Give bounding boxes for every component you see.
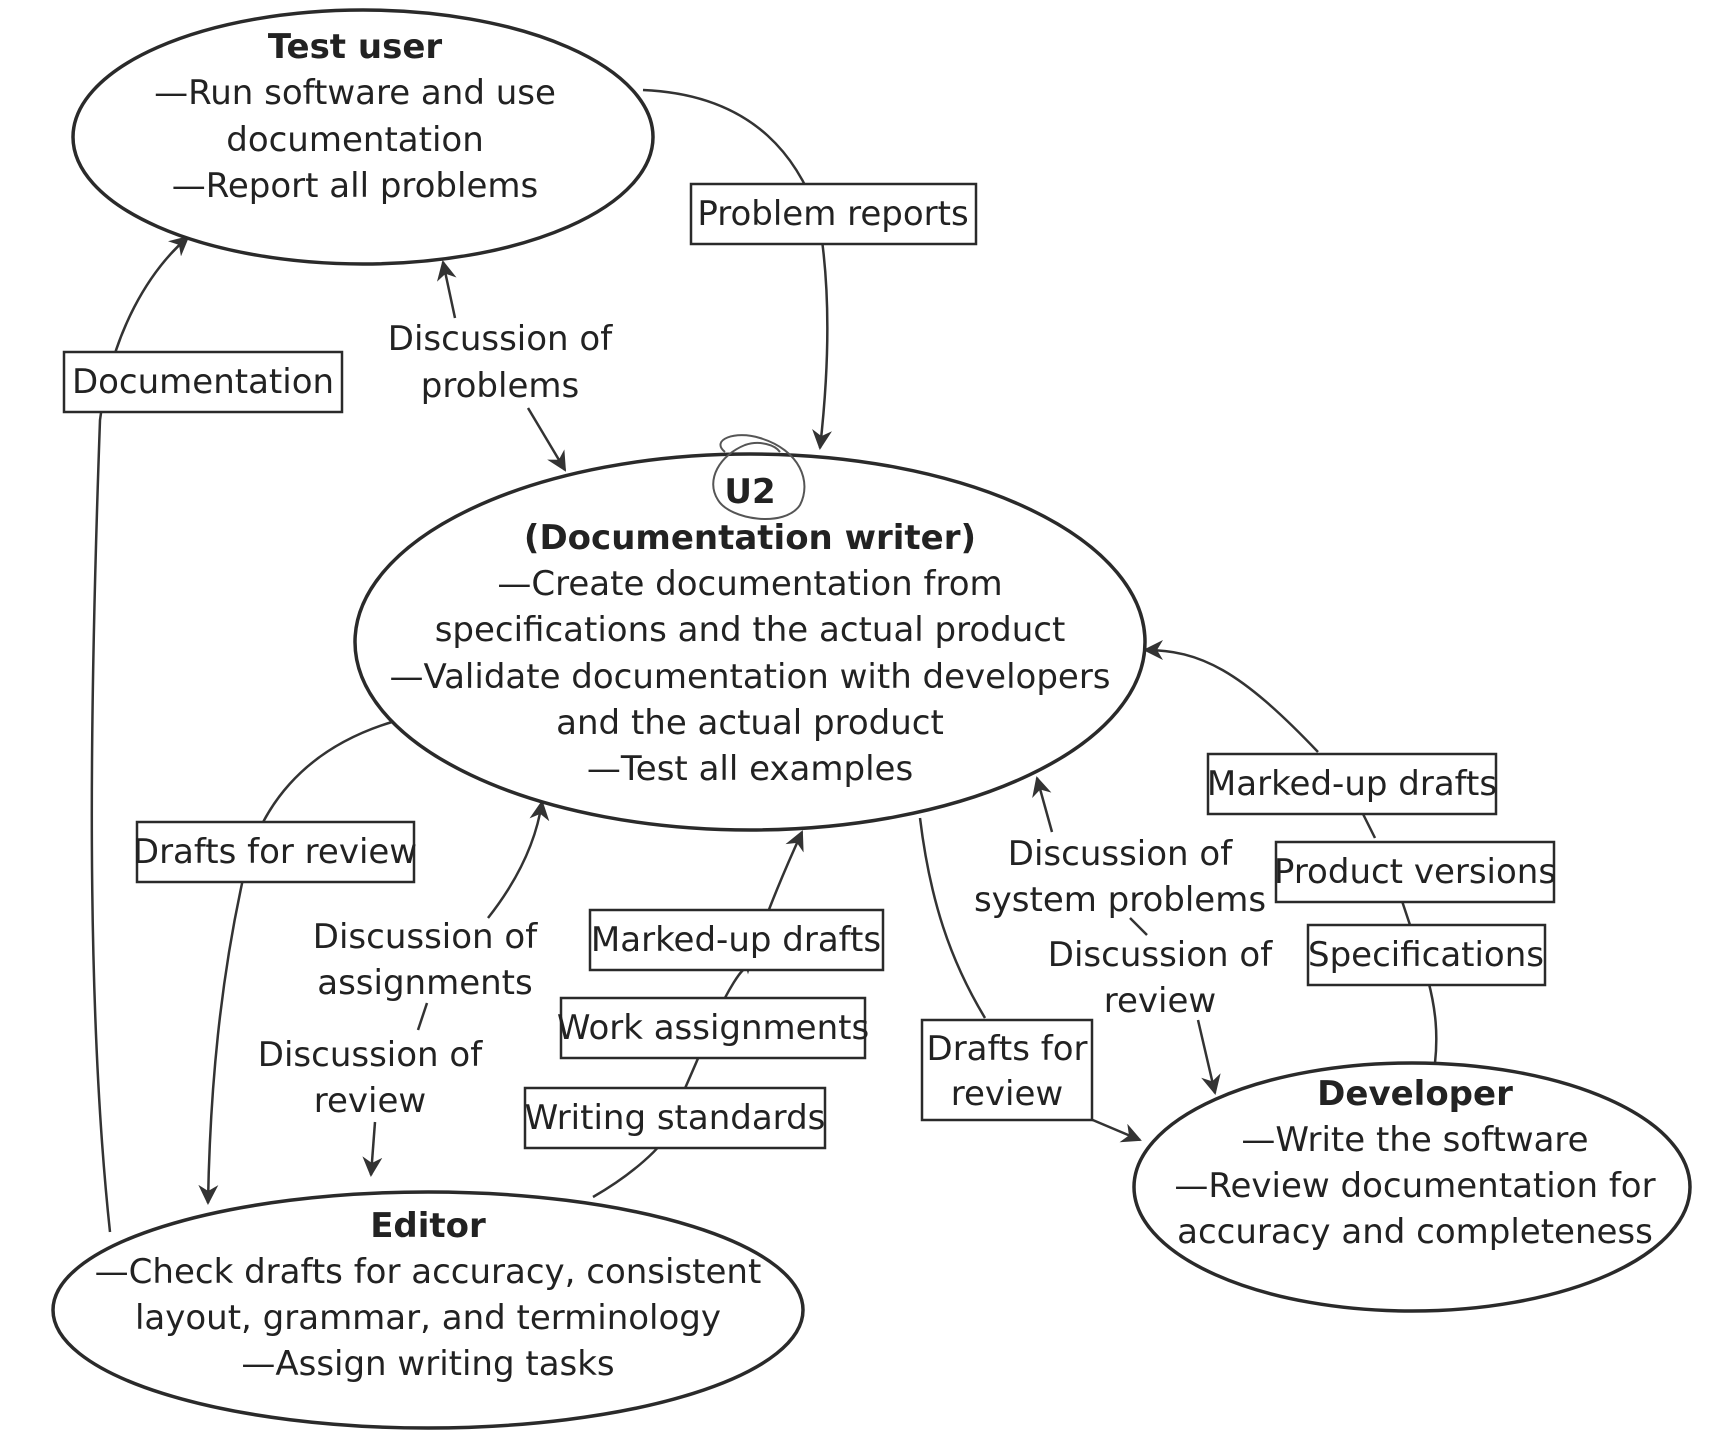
- editor-title: Editor: [370, 1206, 486, 1246]
- writer-line-3: —Validate documentation with developers: [389, 657, 1110, 697]
- edge-discussion-system-tick: [1129, 917, 1148, 936]
- writer-line-4: and the actual product: [556, 703, 944, 743]
- box-writing-standards-text: Writing standards: [525, 1098, 826, 1138]
- box-problem-reports-text: Problem reports: [697, 194, 968, 234]
- edge-drafts-for-review-dev: [918, 817, 987, 1019]
- box-marked-up-drafts-editor: Marked-up drafts: [588, 908, 885, 972]
- writer-line-2: specifications and the actual product: [435, 610, 1066, 650]
- edge-discussion-assignments-tick: [416, 1002, 429, 1031]
- box-specifications-text: Specifications: [1308, 935, 1544, 975]
- box-drafts-for-review-editor-text: Drafts for review: [133, 832, 417, 872]
- box-drafts-for-review-dev-line-2: review: [951, 1074, 1063, 1114]
- box-documentation-text: Documentation: [72, 362, 334, 402]
- u2-handwritten-circle: [712, 434, 806, 520]
- developer-line-3: accuracy and completeness: [1177, 1212, 1653, 1252]
- label-discussion-of-review-editor-2: review: [314, 1081, 426, 1121]
- edge-drafts-for-review-dev-tail: [1087, 1116, 1142, 1143]
- free-labels: Discussion of problems Discussion of ass…: [258, 319, 1273, 1121]
- edge-discussion-review-dev: [1196, 1019, 1221, 1095]
- test-user-line-1: —Run software and use: [154, 73, 556, 113]
- test-user-ellipse: [71, 8, 655, 266]
- developer-line-1: —Write the software: [1241, 1120, 1588, 1160]
- editor-ellipse: [51, 1190, 805, 1430]
- node-test-user: Test user —Run software and use document…: [71, 8, 655, 266]
- edge-developer-to-writer: [1145, 650, 1438, 1064]
- test-user-line-2: documentation: [226, 120, 484, 160]
- test-user-line-3: —Report all problems: [172, 166, 538, 206]
- box-work-assignments: Work assignments: [557, 996, 869, 1060]
- box-work-assignments-text: Work assignments: [557, 1008, 869, 1048]
- label-discussion-of-review-dev-2: review: [1104, 981, 1216, 1021]
- node-editor: Editor —Check drafts for accuracy, consi…: [51, 1190, 805, 1430]
- edge-discussion-review-editor: [362, 1121, 383, 1177]
- label-discussion-of-review-dev-1: Discussion of: [1048, 935, 1273, 975]
- node-developer: Developer —Write the software —Review do…: [1132, 1061, 1692, 1313]
- edge-discussion-system-problems: [1032, 776, 1054, 833]
- developer-ellipse: [1132, 1061, 1692, 1313]
- edge-problem-reports: [642, 88, 832, 450]
- box-drafts-for-review-dev-line-1: Drafts for: [927, 1029, 1088, 1069]
- test-user-title: Test user: [268, 27, 443, 67]
- label-boxes: Problem reports Documentation Drafts for…: [62, 182, 1556, 1150]
- box-documentation: Documentation: [62, 350, 344, 414]
- writer-title: (Documentation writer): [524, 518, 976, 558]
- label-discussion-of-system-problems-2: system problems: [974, 880, 1266, 920]
- edge-discussion-problems-down: [526, 407, 567, 472]
- box-marked-up-drafts-dev: Marked-up drafts: [1206, 752, 1498, 816]
- box-writing-standards: Writing standards: [523, 1086, 827, 1150]
- editor-line-1: —Check drafts for accuracy, consistent: [95, 1252, 762, 1292]
- box-marked-up-drafts-dev-text: Marked-up drafts: [1207, 764, 1497, 804]
- developer-line-2: —Review documentation for: [1174, 1166, 1655, 1206]
- box-marked-up-drafts-editor-text: Marked-up drafts: [591, 920, 881, 960]
- label-discussion-of-assignments-1: Discussion of: [313, 917, 538, 957]
- label-discussion-of-review-editor-1: Discussion of: [258, 1035, 483, 1075]
- label-discussion-of-problems-1: Discussion of: [388, 319, 613, 359]
- box-specifications: Specifications: [1306, 923, 1547, 987]
- editor-line-2: layout, grammar, and terminology: [135, 1298, 721, 1338]
- edge-discussion-problems-up: [436, 260, 457, 319]
- editor-line-3: —Assign writing tasks: [241, 1344, 614, 1384]
- edge-documentation: [90, 235, 190, 1233]
- label-discussion-of-assignments-2: assignments: [317, 963, 532, 1003]
- box-product-versions-text: Product versions: [1274, 852, 1556, 892]
- writer-id-label: U2: [724, 472, 775, 512]
- label-discussion-of-problems-2: problems: [421, 366, 579, 406]
- node-documentation-writer: U2 (Documentation writer) —Create docume…: [353, 434, 1147, 832]
- developer-title: Developer: [1317, 1074, 1513, 1114]
- box-drafts-for-review-editor: Drafts for review: [133, 820, 417, 884]
- writer-line-5: —Test all examples: [587, 749, 913, 789]
- box-problem-reports: Problem reports: [689, 182, 978, 246]
- box-product-versions: Product versions: [1274, 840, 1556, 904]
- writer-ellipse: [353, 452, 1147, 832]
- box-drafts-for-review-dev: Drafts for review: [920, 1018, 1094, 1122]
- writer-line-1: —Create documentation from: [497, 564, 1002, 604]
- edge-discussion-assignments: [487, 800, 550, 919]
- label-discussion-of-system-problems-1: Discussion of: [1008, 834, 1233, 874]
